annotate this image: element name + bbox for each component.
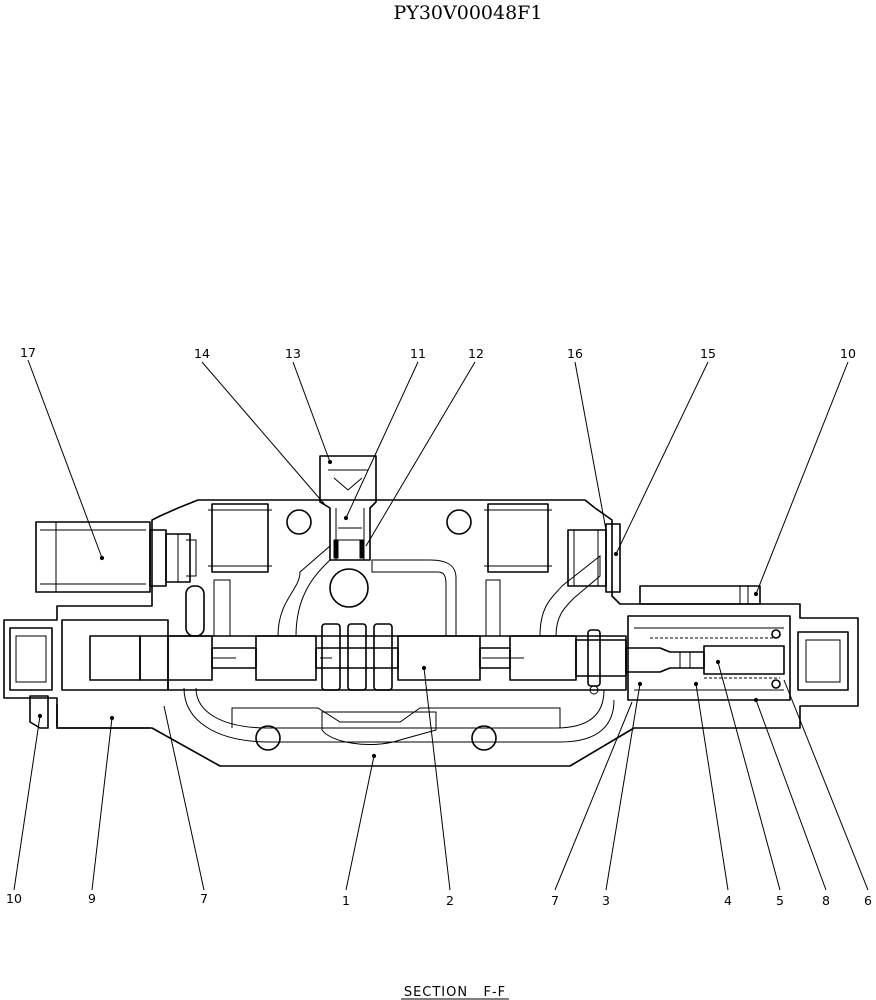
callout-1: 1 <box>342 893 350 908</box>
relief-valve-assembly <box>319 455 377 561</box>
callout-7-right: 7 <box>551 893 559 908</box>
callout-14: 14 <box>194 346 210 361</box>
callout-7-left: 7 <box>200 891 208 906</box>
spool <box>139 623 705 691</box>
callout-3: 3 <box>602 893 610 908</box>
left-cap-assembly <box>35 521 197 593</box>
callout-16: 16 <box>567 346 583 361</box>
right-end-cap <box>797 631 849 691</box>
callout-10-top: 10 <box>840 346 856 361</box>
callout-11: 11 <box>410 346 426 361</box>
callout-17: 17 <box>20 345 36 360</box>
callout-13: 13 <box>285 346 301 361</box>
right-plug-assembly <box>567 523 621 593</box>
callout-6: 6 <box>864 893 872 908</box>
callout-8: 8 <box>822 893 830 908</box>
left-end-cap <box>9 627 141 691</box>
callout-5: 5 <box>776 893 784 908</box>
port-plugs <box>208 503 552 573</box>
leader-dots <box>37 459 759 759</box>
callouts-top: 17 14 13 11 12 16 15 10 <box>20 345 856 361</box>
top-bolt <box>639 585 761 605</box>
return-spring <box>650 627 785 691</box>
callout-2: 2 <box>446 893 454 908</box>
section-caption: SECTION F-F <box>404 985 506 1000</box>
callout-12: 12 <box>468 346 484 361</box>
callout-4: 4 <box>724 893 732 908</box>
leader-lines <box>13 359 869 891</box>
internal-passages <box>183 509 615 751</box>
callout-15: 15 <box>700 346 716 361</box>
callout-9: 9 <box>88 891 96 906</box>
callout-10-bottom: 10 <box>6 891 22 906</box>
document-id: PY30V00048F1 <box>394 2 543 24</box>
callouts-bottom: 10 9 7 1 2 7 3 4 5 8 6 <box>6 891 872 908</box>
